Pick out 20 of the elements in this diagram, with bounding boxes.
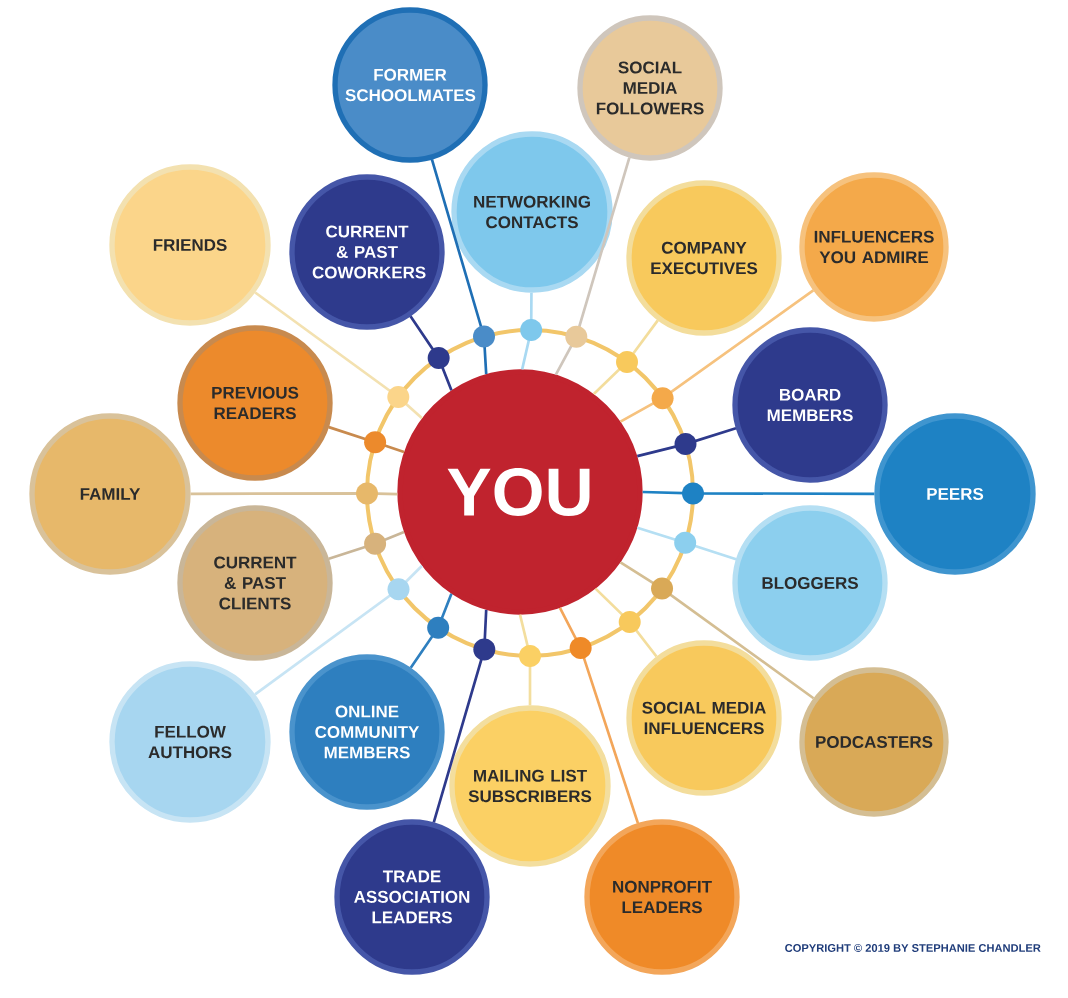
connector-line	[619, 561, 815, 700]
connector-line	[642, 490, 875, 496]
connector-line	[409, 315, 453, 391]
connector-line	[520, 292, 533, 370]
connector-line	[619, 289, 815, 423]
connector-line	[592, 319, 659, 395]
connector-line	[518, 614, 532, 706]
connector-line	[254, 291, 423, 420]
connector-line	[554, 157, 631, 376]
connector-line	[637, 427, 737, 458]
connector-line	[328, 425, 405, 454]
connector-line	[409, 593, 453, 669]
connector-line	[432, 609, 488, 823]
connector-line	[430, 159, 488, 375]
connector-line	[594, 587, 658, 658]
connector-line	[558, 607, 640, 824]
copyright-text: COPYRIGHT © 2019 BY STEPHANIE CHANDLER	[785, 944, 1041, 952]
connector-line	[254, 564, 423, 696]
connector-line	[328, 530, 405, 561]
connector-line	[636, 526, 737, 561]
